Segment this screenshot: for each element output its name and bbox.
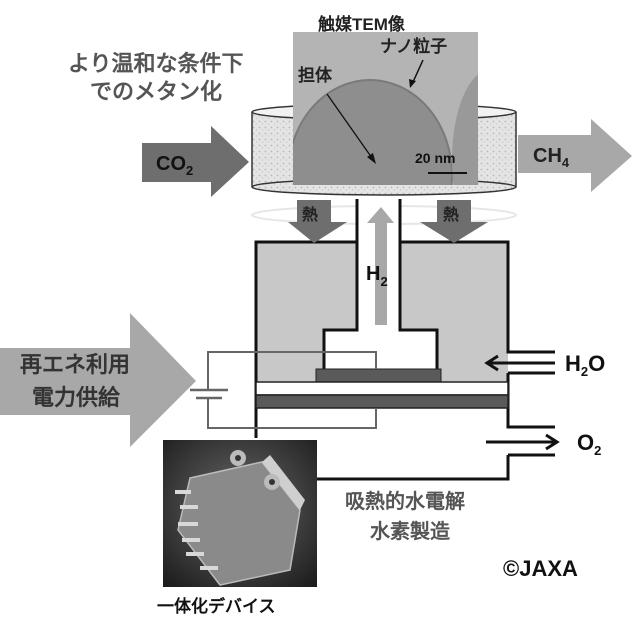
condition-line2: でのメタン化 <box>90 79 222 104</box>
o2-subscript: 2 <box>594 443 601 458</box>
h2-arrow: H2 <box>366 207 394 325</box>
condition-line1: より温和な条件下 <box>68 51 244 76</box>
o2-label: O <box>577 430 594 455</box>
heat-label-left: 熱 <box>302 205 318 224</box>
h2o-subscript: 2 <box>581 364 588 379</box>
electrode-bottom <box>255 394 509 409</box>
svg-text:CH4: CH4 <box>533 145 570 170</box>
copyright-label: ©JAXA <box>503 556 578 581</box>
device-photo <box>163 440 317 587</box>
h2o-label-tail: O <box>588 351 605 376</box>
o2-output-arrow: O2 <box>486 430 601 458</box>
nanoparticle-pointer-arrow <box>409 59 424 88</box>
ch4-output-arrow: CH4 <box>518 119 632 192</box>
ch4-subscript: 4 <box>562 155 570 170</box>
electrolysis-label-line1: 吸熱的水電解 <box>345 489 465 513</box>
power-label-line1: 再エネ利用 <box>20 352 130 377</box>
power-supply-arrow: 再エネ利用 電力供給 <box>0 313 196 447</box>
h2o-input-arrow: H2O <box>484 351 605 379</box>
support-pointer-arrow <box>326 93 376 164</box>
circuit-wire <box>190 351 377 429</box>
h2-label: H <box>366 263 380 285</box>
nanoparticle-label: ナノ粒子 <box>380 36 447 56</box>
tem-title: 触媒TEM像 <box>317 14 406 34</box>
electrolysis-label-line2: 水素製造 <box>370 519 451 543</box>
co2-input-arrow: CO2 <box>142 126 249 197</box>
svg-text:H2: H2 <box>366 263 388 289</box>
electrode-top <box>315 368 442 383</box>
svg-text:O2: O2 <box>577 430 601 458</box>
svg-text:H2O: H2O <box>565 351 605 379</box>
svg-text:CO2: CO2 <box>156 153 193 178</box>
tem-image <box>293 32 478 185</box>
membrane <box>255 381 509 396</box>
co2-label: CO <box>156 153 186 175</box>
heat-label-right: 熱 <box>443 205 459 224</box>
h2o-label: H <box>565 351 581 376</box>
device-caption: 一体化デバイス <box>157 596 276 616</box>
scale-bar-label: 20 nm <box>415 150 455 166</box>
power-label-line2: 電力供給 <box>32 385 121 410</box>
heat-arrow-right: 熱 <box>420 200 488 243</box>
ch4-label: CH <box>533 145 562 167</box>
h2-subscript: 2 <box>380 274 387 289</box>
co2-subscript: 2 <box>186 163 193 178</box>
support-label: 担体 <box>298 65 333 85</box>
heat-arrow-left: 熱 <box>288 200 347 243</box>
electrolyzer-cell <box>254 199 555 481</box>
